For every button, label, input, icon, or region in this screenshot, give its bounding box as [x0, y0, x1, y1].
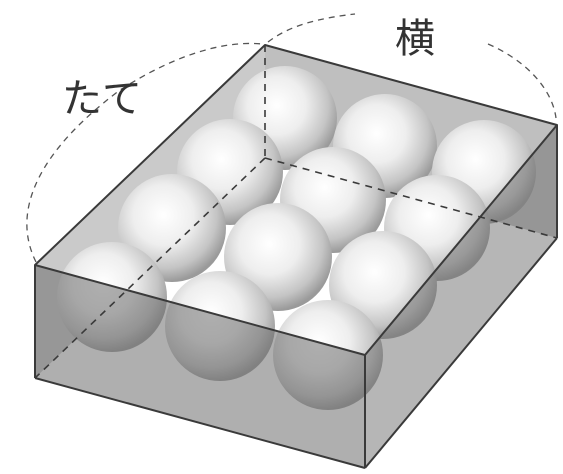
depth-dimension-arc	[26, 42, 263, 263]
box-right-wall	[365, 125, 557, 468]
width-dimension-arc-right	[487, 43, 557, 119]
width-dimension-arc-left	[267, 13, 356, 43]
depth-label: たて	[62, 76, 142, 122]
box-front-wall	[35, 265, 365, 468]
box-hidden-edges	[34, 45, 558, 379]
width-label: 横	[395, 16, 435, 62]
box-edges	[34, 44, 558, 469]
